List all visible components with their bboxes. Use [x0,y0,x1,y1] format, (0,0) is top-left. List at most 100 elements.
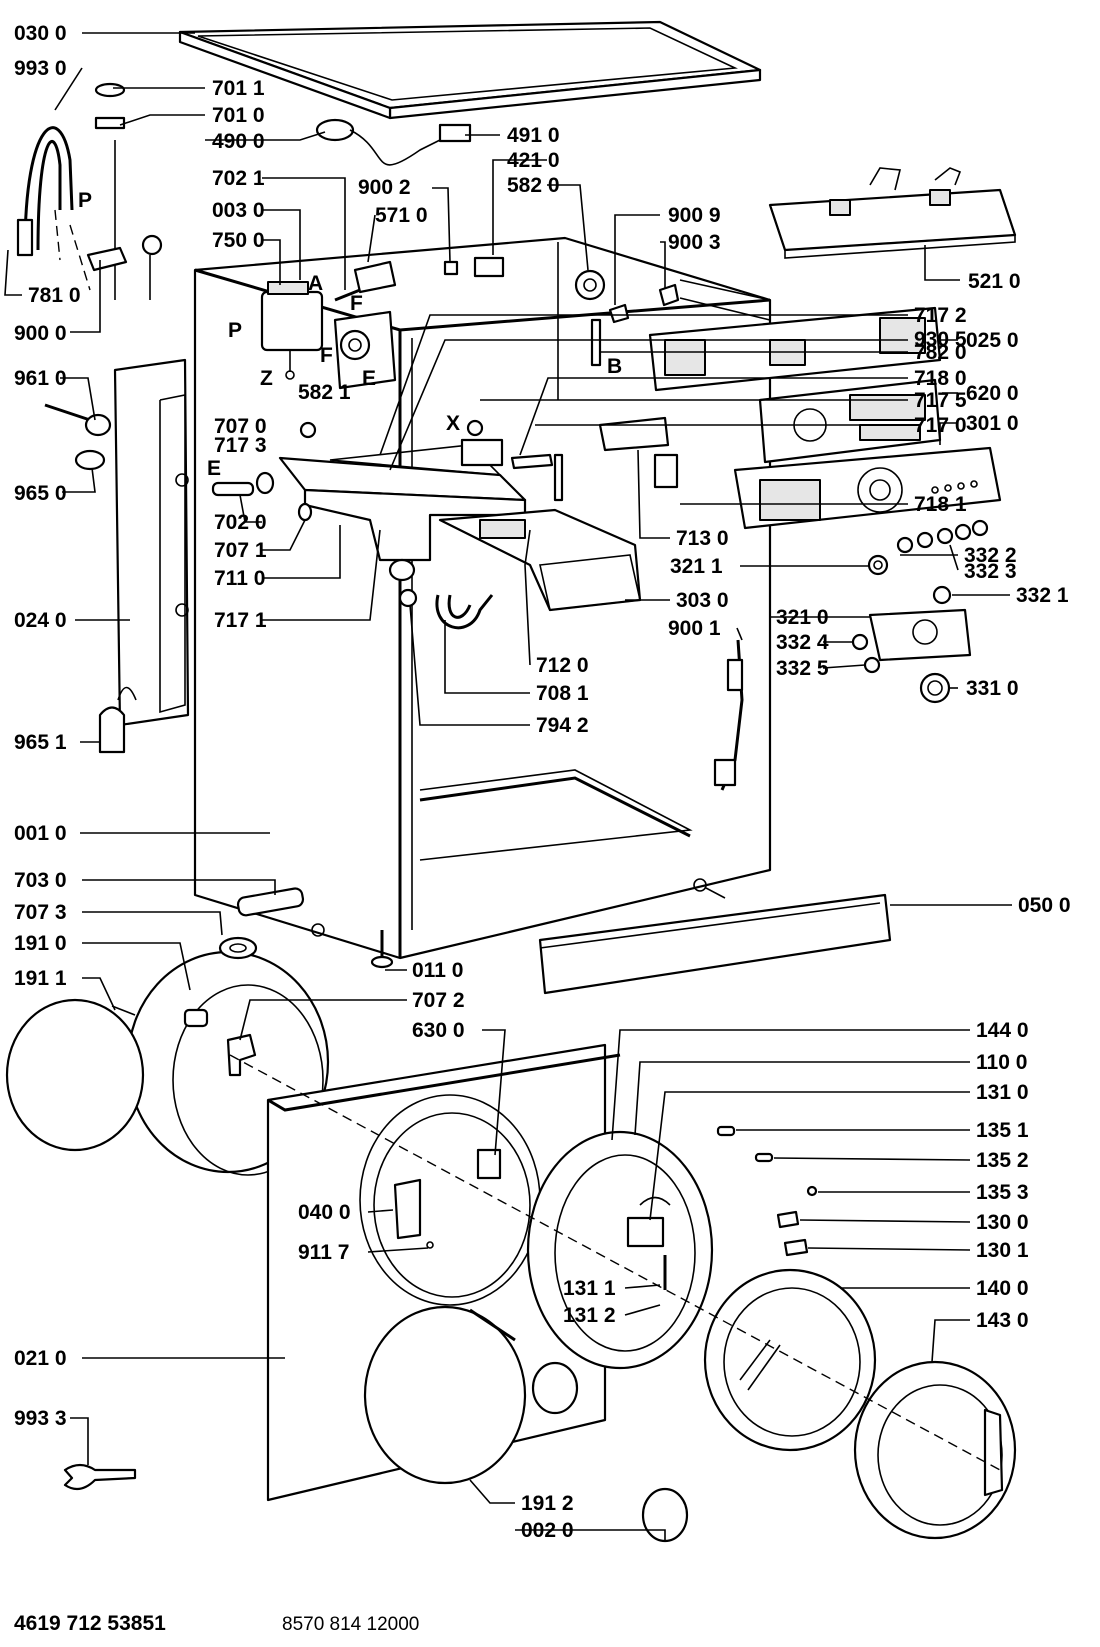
dispenser-housing-part [768,167,1017,259]
part-label: 191 1 [14,967,67,990]
assembly-axis [229,1054,1001,1471]
callout-letter: 582 1 [298,381,351,404]
document-code-left: 4619 712 53851 [14,1612,166,1635]
part-label: 717 0 [914,414,967,437]
door-seal-part [5,998,145,1152]
small-hose-parts [211,471,418,608]
door-gasket-part [363,1305,527,1485]
part-label: 708 1 [536,682,589,705]
part-label: 521 0 [968,270,1021,293]
part-label: 001 0 [14,822,67,845]
part-label: 701 1 [212,77,265,100]
detergent-drawer-part [438,508,642,612]
part-label: 332 3 [964,560,1017,583]
part-label: 582 0 [507,174,560,197]
part-label: 717 2 [914,304,967,327]
part-label: 571 0 [375,204,428,227]
part-label: 332 5 [776,657,829,680]
door-button-part [641,1487,689,1543]
part-label: 135 3 [976,1181,1029,1204]
part-label: 707 0 [214,415,267,438]
part-label: 717 5 [914,389,967,412]
part-label: 713 0 [676,527,729,550]
part-label: 718 1 [914,493,967,516]
inlet-valve-part [299,419,554,470]
part-label: 911 7 [298,1241,349,1264]
spanner-tool-part [63,1463,137,1491]
wiring-harness-part [713,639,744,791]
part-label: 130 0 [976,1211,1029,1234]
part-label: 140 0 [976,1277,1029,1300]
part-label: 021 0 [14,1347,67,1370]
bracket-part [334,260,397,302]
top-lid-part [178,20,762,120]
part-label: 620 0 [966,382,1019,405]
part-label: 491 0 [507,124,560,147]
part-label: 135 1 [976,1119,1029,1142]
part-label: 993 3 [14,1407,67,1430]
callout-letter: F [350,292,363,315]
door-outer-ring-part [853,1360,1017,1540]
part-label: 331 0 [966,677,1019,700]
part-label: 702 1 [212,167,265,190]
part-label: 030 0 [14,22,67,45]
part-label: 750 0 [212,229,265,252]
display-panel-part [851,608,972,674]
part-label: 701 0 [212,104,265,127]
pump-part [333,310,397,390]
part-label: 702 0 [214,511,267,534]
part-label: 003 0 [212,199,265,222]
part-label: 050 0 [1018,894,1071,917]
part-label: 707 2 [412,989,465,1012]
part-label: 131 1 [563,1277,616,1300]
interference-filter-part [260,281,324,380]
part-label: 781 0 [28,284,81,307]
callout-letter: Z [260,367,273,390]
part-label: 717 3 [214,434,267,457]
part-label: 025 0 [966,329,1019,352]
part-label: 321 0 [776,606,829,629]
part-label: 993 0 [14,57,67,80]
part-label: 191 0 [14,932,67,955]
callout-letter: P [228,319,242,342]
part-label: 782 0 [914,341,967,364]
door-frame-part [526,1130,714,1370]
part-label: 332 1 [1016,584,1069,607]
cabinet-body-part [193,236,772,960]
part-labels: 030 0 993 0 701 1 701 0 490 0 491 0 421 … [14,22,1071,1542]
clip-part [608,283,680,324]
part-label: 707 3 [14,901,67,924]
part-label: 711 0 [214,567,265,590]
part-label: 900 0 [14,322,67,345]
control-panel-part [733,446,1002,530]
electronic-module-part [758,378,942,464]
callout-letter: P [78,189,92,212]
part-label: 191 2 [521,1492,574,1515]
part-label: 490 0 [212,130,265,153]
part-label: 630 0 [412,1019,465,1042]
part-label: 144 0 [976,1019,1029,1042]
part-label: 965 0 [14,482,67,505]
part-label: 961 0 [14,367,67,390]
kick-plate-part [538,893,892,995]
part-label: 703 0 [14,869,67,892]
part-label: 131 2 [563,1304,616,1327]
part-label: 131 0 [976,1081,1029,1104]
part-label: 965 1 [14,731,67,754]
part-label: 900 3 [668,231,721,254]
part-label: 794 2 [536,714,589,737]
part-label: 040 0 [298,1201,351,1224]
part-label: 332 2 [964,544,1017,567]
valve-connector-part [443,256,505,278]
part-label: 900 2 [358,176,411,199]
button-set-part [896,519,989,554]
callout-letter: E [207,457,221,480]
part-label: 301 0 [966,412,1019,435]
side-panel-part [113,358,190,727]
part-label: 130 1 [976,1239,1029,1262]
callout-letter: E [362,367,376,390]
part-label: 135 2 [976,1149,1029,1172]
part-label: 321 1 [670,555,723,578]
callout-letter: A [308,272,323,295]
